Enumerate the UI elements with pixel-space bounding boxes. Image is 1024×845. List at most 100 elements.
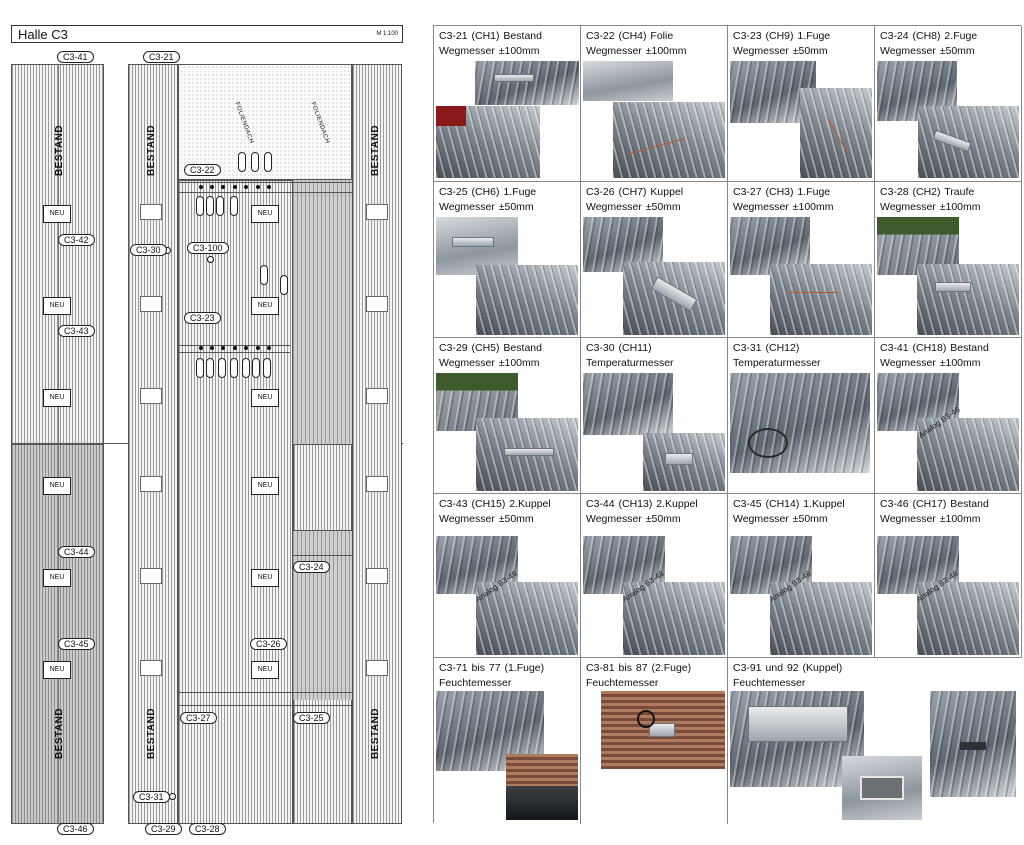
skylight-neu: NEU — [251, 205, 279, 223]
window-icon — [140, 660, 162, 676]
joint-line — [178, 352, 290, 353]
cable-coil — [637, 710, 655, 728]
photo-cell-c3-30: C3-30 (CH11)Temperaturmesser — [581, 338, 728, 494]
floor-plan: Halle C3 M 1:100 BESTAND BESTAND NEU NEU… — [0, 0, 415, 845]
humidity-sensor-marker — [263, 358, 271, 378]
sensor-photo — [623, 582, 725, 655]
sensor-photo — [917, 418, 1019, 491]
sensor-photo — [583, 373, 673, 435]
window-icon — [140, 296, 162, 312]
sensor-c3-22: C3-22 — [184, 164, 221, 176]
humidity-sensor-marker — [230, 196, 238, 216]
sensor-c3-31: C3-31 — [133, 791, 170, 803]
window-icon — [366, 660, 388, 676]
sensor-photo — [476, 582, 578, 655]
bestand-label-right-bottom: BESTAND — [370, 707, 382, 760]
sensor-device — [665, 453, 693, 465]
cell-caption: C3-91 und 92 (Kuppel)Feuchtemesser — [733, 662, 843, 689]
window-icon — [140, 388, 162, 404]
sensor-device — [452, 237, 494, 247]
cable — [788, 292, 838, 293]
sensor-point — [210, 185, 214, 189]
humidity-sensor-marker — [218, 358, 226, 378]
sensor-device — [649, 723, 675, 737]
sensor-c3-26: C3-26 — [250, 638, 287, 650]
right-roof-strip — [352, 64, 402, 824]
sensor-point — [199, 185, 203, 189]
sensor-point — [256, 185, 260, 189]
sensor-photo-detail — [506, 786, 578, 820]
photo-cell-c3-31: C3-31 (CH12)Temperaturmesser — [728, 338, 875, 494]
vent-opening — [960, 742, 986, 750]
center-roof-gray-lower — [293, 530, 352, 700]
left-roof-strip-top — [11, 64, 104, 444]
bestand-label-mid-bottom: BESTAND — [146, 707, 158, 760]
sensor-device — [504, 448, 554, 456]
joint-line — [178, 182, 352, 183]
skylight-neu: NEU — [43, 205, 71, 223]
sensor-point — [199, 346, 203, 350]
joint-line — [178, 705, 352, 706]
skylight-neu: NEU — [251, 569, 279, 587]
sensor-point — [221, 185, 225, 189]
skylight-neu: NEU — [251, 297, 279, 315]
window-icon — [366, 476, 388, 492]
joint-line — [293, 530, 352, 531]
center-roof-gray — [293, 180, 352, 444]
sensor-photo — [476, 265, 578, 335]
humidity-sensor-marker — [260, 265, 268, 285]
sensor-c3-24: C3-24 — [293, 561, 330, 573]
plan-title-box: Halle C3 M 1:100 — [11, 25, 403, 43]
sensor-point — [267, 185, 271, 189]
sensor-photo-detail — [436, 106, 466, 126]
sensor-c3-29: C3-29 — [145, 823, 182, 835]
sensor-circle — [169, 793, 176, 800]
sensor-c3-23: C3-23 — [184, 312, 221, 324]
sensor-photo — [770, 582, 872, 655]
window-icon — [366, 204, 388, 220]
photo-cell-c3-81-87: C3-81 bis 87 (2.Fuge)Feuchtemesser — [581, 658, 728, 824]
sensor-point — [256, 346, 260, 350]
cell-caption: C3-31 (CH12)Temperaturmesser — [733, 342, 821, 369]
humidity-sensor-marker — [238, 152, 246, 172]
sensor-c3-41: C3-41 — [57, 51, 94, 63]
sensor-device — [748, 706, 848, 742]
skylight-neu: NEU — [251, 661, 279, 679]
sensor-c3-25: C3-25 — [293, 712, 330, 724]
mid-left-roof-strip — [128, 64, 178, 824]
left-roof-strip-bottom — [11, 444, 104, 824]
bestand-label-mid-top: BESTAND — [146, 124, 158, 177]
joint-line — [178, 692, 352, 693]
sensor-point — [233, 346, 237, 350]
sensor-c3-21: C3-21 — [143, 51, 180, 63]
sensor-device — [935, 282, 971, 292]
skylight-neu: NEU — [43, 389, 71, 407]
bestand-label-left-bottom: BESTAND — [54, 707, 66, 760]
window-icon — [366, 296, 388, 312]
sensor-c3-100: C3-100 — [187, 242, 229, 254]
plan-scale: M 1:100 — [376, 31, 398, 37]
cell-caption: C3-30 (CH11)Temperaturmesser — [586, 342, 674, 369]
vent-opening — [860, 776, 904, 800]
bestand-label-left-top: BESTAND — [54, 124, 66, 177]
sensor-c3-43: C3-43 — [58, 325, 95, 337]
humidity-sensor-marker — [216, 196, 224, 216]
sensor-photo — [583, 61, 673, 101]
sensor-point — [244, 346, 248, 350]
cell-caption: C3-81 bis 87 (2.Fuge)Feuchtemesser — [586, 662, 692, 689]
joint-line — [293, 555, 352, 556]
bestand-label-right-top: BESTAND — [370, 124, 382, 177]
humidity-sensor-marker — [206, 358, 214, 378]
window-icon — [366, 568, 388, 584]
sensor-c3-46: C3-46 — [57, 823, 94, 835]
